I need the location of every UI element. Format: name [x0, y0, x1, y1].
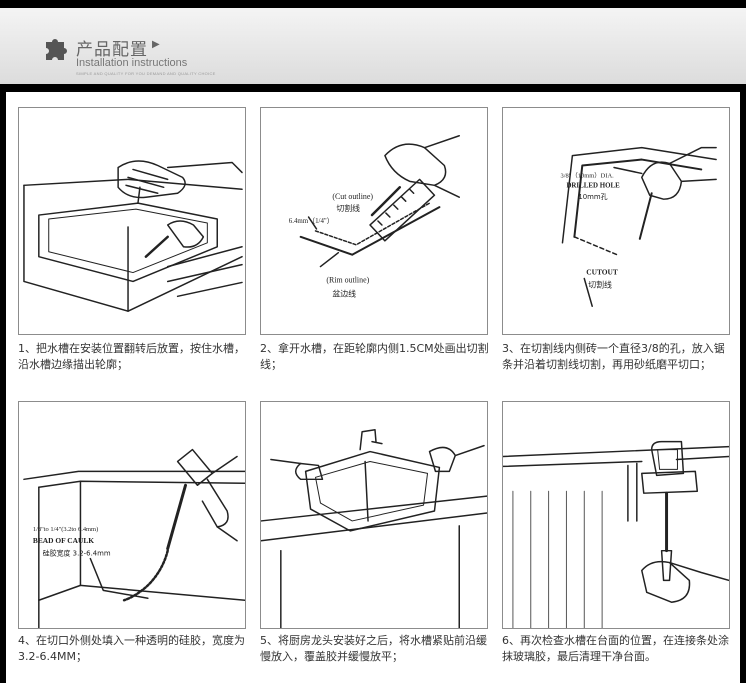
step-2-caption: 2、拿开水槽，在距轮廓内侧1.5CM处画出切割线；	[260, 342, 489, 371]
section-subtitle: Installation instructions	[76, 57, 188, 69]
label-rim-outline-cn: 盆边线	[332, 288, 356, 298]
puzzle-icon	[46, 39, 67, 60]
section-title: 产品配置	[76, 40, 148, 60]
section-fine-print: SIMPLE AND QUALITY FOR YOU DEMAND AND QU…	[76, 71, 216, 76]
label-rim-outline: (Rim outline)	[326, 275, 369, 284]
step-6-caption: 6、再次检查水槽在台面的位置，在连接条处涂抹玻璃胶，最后清理干净台面。	[502, 634, 729, 663]
top-border	[0, 0, 746, 8]
header-divider	[0, 84, 746, 92]
label-cut-outline-cn: 切割线	[336, 203, 360, 213]
label-bead-width-cn: 硅胶宽度 3.2-6.4mm	[43, 549, 111, 558]
step-3-illustration: 3/8"（10mm）DIA. DRILLED HOLE 10mm孔 CUTOUT…	[502, 107, 730, 335]
play-arrow-icon: ▶	[152, 39, 160, 50]
label-offset: 6.4mm（1/4"）	[289, 217, 334, 225]
label-bead-size: 1/8"to 1/4"(3.2to 6.4mm)	[33, 526, 98, 533]
label-cutout-cn: 切割线	[588, 279, 612, 289]
step-1-caption: 1、把水槽在安装位置翻转后放置，按住水槽，沿水槽边缘描出轮廓；	[18, 342, 245, 371]
step-1-illustration	[18, 107, 246, 335]
label-cut-outline: (Cut outline)	[332, 192, 373, 201]
step-5-caption: 5、将厨房龙头安装好之后，将水槽紧贴前沿缓慢放入，覆盖胶并缓慢放平；	[260, 634, 487, 663]
left-border	[0, 84, 6, 683]
label-hole-cn: 10mm孔	[578, 193, 607, 201]
label-drilled-hole: DRILLED HOLE	[566, 182, 620, 189]
step-5-illustration	[260, 401, 488, 629]
step-4-illustration: 1/8"to 1/4"(3.2to 6.4mm) BEAD OF CAULK 硅…	[18, 401, 246, 629]
label-cutout: CUTOUT	[586, 268, 618, 277]
label-bead-of-caulk: BEAD OF CAULK	[33, 536, 94, 545]
section-header: 产品配置 ▶ Installation instructions SIMPLE …	[0, 8, 746, 84]
step-6-illustration	[502, 401, 730, 629]
label-drill-dia: 3/8"（10mm）DIA.	[560, 171, 614, 179]
step-2-illustration: (Cut outline) 切割线 6.4mm（1/4"） (Rim outli…	[260, 107, 488, 335]
right-border	[740, 84, 746, 683]
step-3-caption: 3、在切割线内侧砖一个直径3/8的孔，放入锯条并沿着切割线切割，再用砂纸磨平切口…	[502, 342, 725, 371]
step-4-caption: 4、在切口外侧处填入一种透明的硅胶，宽度为3.2-6.4MM；	[18, 634, 245, 663]
